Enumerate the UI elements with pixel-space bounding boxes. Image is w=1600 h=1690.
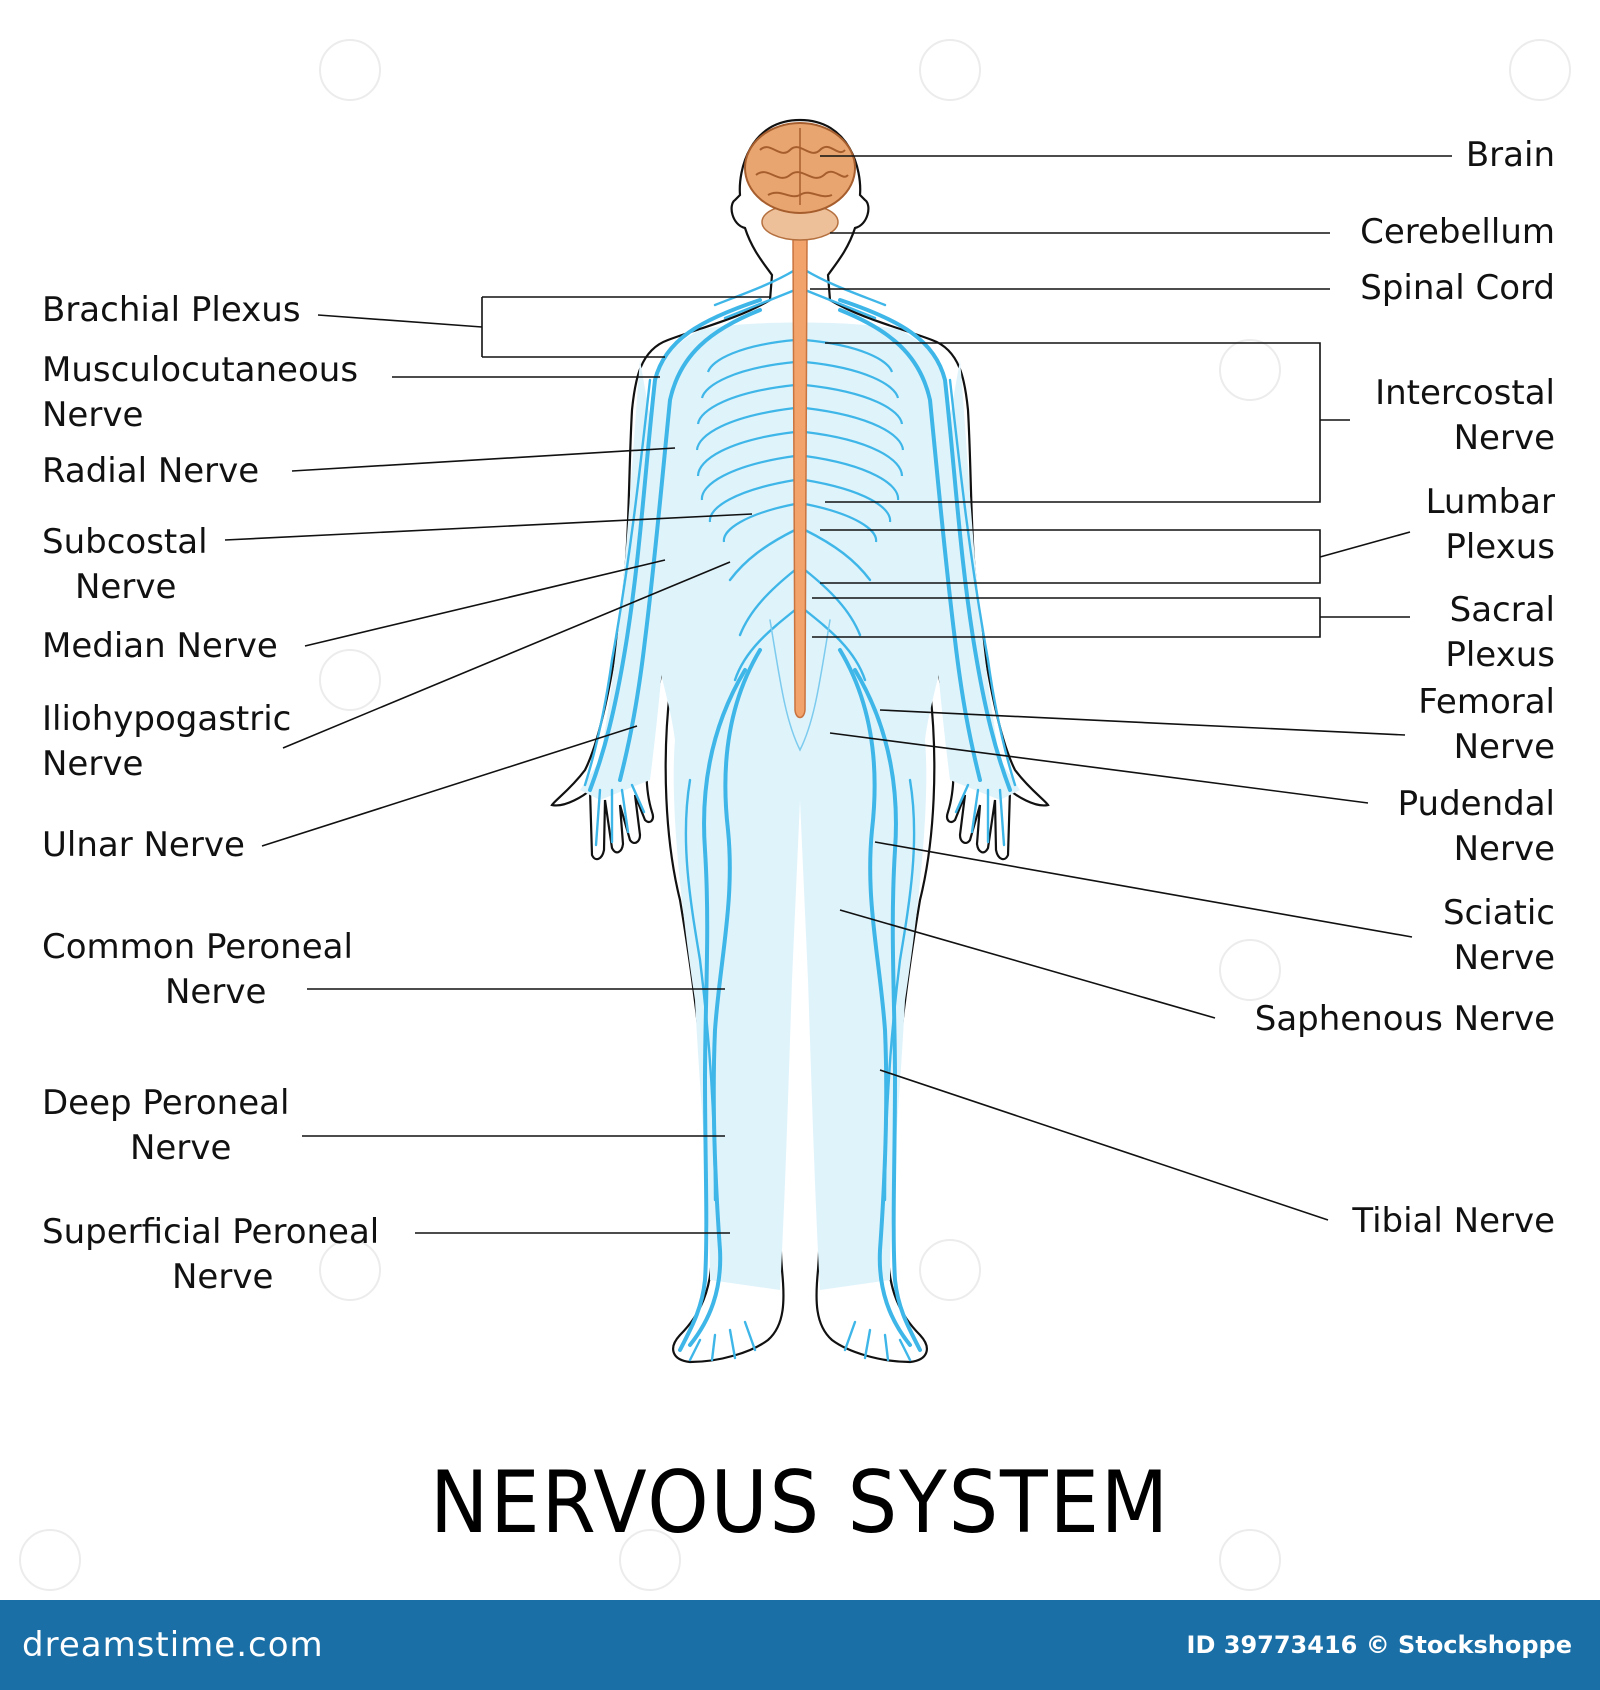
leader-lumbar-plexus [820, 529, 1411, 584]
footer-credit: ID 39773416 © Stockshoppe [1186, 1631, 1572, 1659]
label-musculocutaneous-nerve: Musculocutaneous [42, 350, 358, 390]
leader-lines [224, 155, 1452, 1234]
leader-median-nerve [304, 559, 666, 647]
label-common-peroneal-nerve-line2: Nerve [165, 972, 266, 1012]
label-brain: Brain [1466, 135, 1555, 175]
leader-sacral-plexus [812, 597, 1410, 638]
leader-subcostal-nerve [224, 513, 753, 541]
label-superficial-peroneal-nerve-line2: Nerve [172, 1257, 273, 1297]
label-iliohypogastric-nerve-line2: Nerve [42, 744, 143, 784]
watermark-marks [19, 39, 1571, 1591]
label-lumbar-plexus: Lumbar [1426, 482, 1555, 522]
plexus-nerves [713, 268, 887, 752]
label-intercostal-nerve: Intercostal [1375, 373, 1555, 413]
label-ulnar-nerve: Ulnar Nerve [42, 825, 245, 865]
label-brachial-plexus: Brachial Plexus [42, 290, 301, 330]
label-intercostal-nerve-line2: Nerve [1454, 418, 1555, 458]
footer-bar: dreamstime.com ID 39773416 © Stockshoppe [0, 1600, 1600, 1690]
leader-intercostal-nerve [825, 342, 1350, 503]
leader-pudendal-nerve [829, 732, 1369, 804]
label-spinal-cord: Spinal Cord [1360, 268, 1555, 308]
leader-tibial-nerve [879, 1069, 1329, 1221]
label-sciatic-nerve: Sciatic [1443, 893, 1555, 933]
leader-sciatic-nerve [874, 841, 1413, 938]
diagram-title: NERVOUS SYSTEM [430, 1453, 1170, 1553]
labels-left: Brachial Plexus Musculocutaneous Nerve R… [42, 290, 379, 1297]
label-cerebellum: Cerebellum [1360, 212, 1555, 252]
label-musculocutaneous-nerve-line2: Nerve [42, 395, 143, 435]
leader-saphenous-nerve [839, 909, 1216, 1019]
brain [744, 122, 856, 214]
label-pudendal-nerve: Pudendal [1398, 784, 1555, 824]
nervous-system-diagram: Brain Cerebellum Spinal Cord Intercostal… [19, 39, 1571, 1591]
label-subcostal-nerve-line2: Nerve [75, 567, 176, 607]
label-subcostal-nerve: Subcostal [42, 522, 208, 562]
label-femoral-nerve: Femoral [1418, 682, 1555, 722]
labels-right: Brain Cerebellum Spinal Cord Intercostal… [1255, 135, 1555, 1241]
label-lumbar-plexus-line2: Plexus [1445, 527, 1555, 567]
label-sciatic-nerve-line2: Nerve [1454, 938, 1555, 978]
leader-brachial-plexus [317, 296, 770, 358]
label-sacral-plexus: Sacral [1450, 590, 1555, 630]
label-iliohypogastric-nerve: Iliohypogastric [42, 699, 291, 739]
leg-nerves [678, 648, 922, 1362]
label-saphenous-nerve: Saphenous Nerve [1255, 999, 1555, 1039]
leader-ulnar-nerve [261, 725, 638, 847]
footer-site-link[interactable]: dreamstime.com [22, 1625, 324, 1665]
label-deep-peroneal-nerve: Deep Peroneal [42, 1083, 289, 1123]
label-tibial-nerve: Tibial Nerve [1351, 1201, 1555, 1241]
label-sacral-plexus-line2: Plexus [1445, 635, 1555, 675]
label-median-nerve: Median Nerve [42, 626, 278, 666]
label-femoral-nerve-line2: Nerve [1454, 727, 1555, 767]
label-deep-peroneal-nerve-line2: Nerve [130, 1128, 231, 1168]
leader-iliohypogastric-nerve [282, 561, 731, 749]
spinal-cord [791, 214, 809, 719]
leader-femoral-nerve [879, 709, 1406, 736]
intercostal-nerves-ribs [695, 338, 905, 543]
human-body-figure [550, 118, 1050, 1364]
label-superficial-peroneal-nerve: Superficial Peroneal [42, 1212, 379, 1252]
label-radial-nerve: Radial Nerve [42, 451, 259, 491]
leader-radial-nerve [291, 447, 676, 472]
label-common-peroneal-nerve: Common Peroneal [42, 927, 353, 967]
arm-nerves [583, 298, 1017, 847]
label-pudendal-nerve-line2: Nerve [1454, 829, 1555, 869]
